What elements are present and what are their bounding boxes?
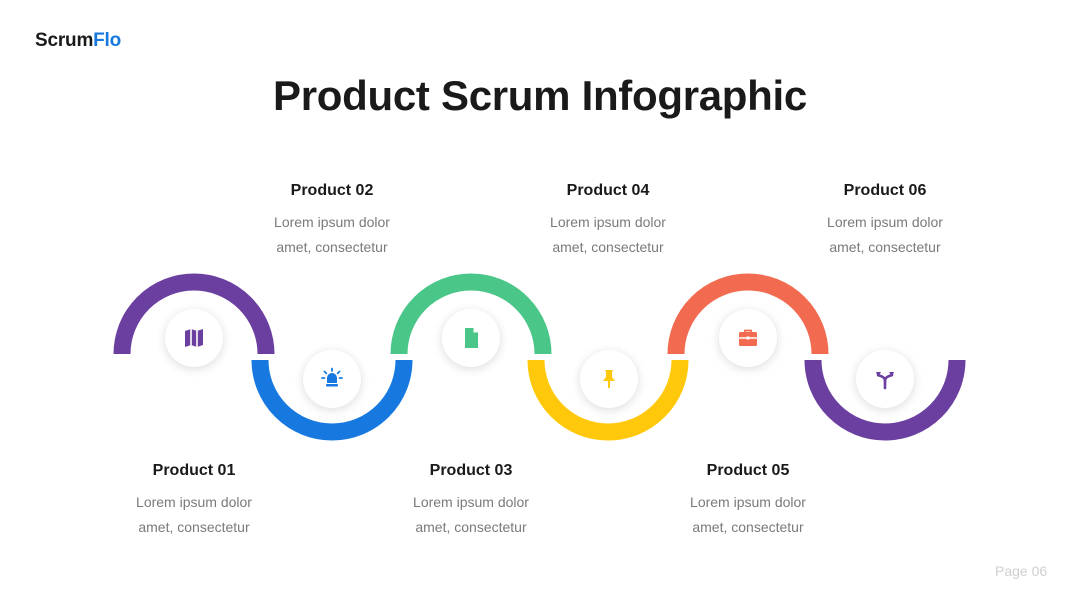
step-title: Product 01	[152, 462, 236, 479]
arc-step-6	[804, 359, 966, 441]
step-title: Product 04	[566, 182, 650, 199]
step-desc-line2: amet, consectetur	[829, 239, 941, 255]
arc-step-1	[113, 273, 275, 355]
step-desc-line1: Lorem ipsum dolor	[274, 214, 390, 230]
arc-step-4	[527, 359, 689, 441]
step-label-1: Product 01 Lorem ipsum dolor amet, conse…	[94, 462, 294, 540]
step-desc-line1: Lorem ipsum dolor	[413, 494, 529, 510]
step-title: Product 05	[706, 462, 790, 479]
step-desc-line2: amet, consectetur	[276, 239, 388, 255]
step-label-5: Product 05 Lorem ipsum dolor amet, conse…	[648, 462, 848, 540]
brand-logo-part2: Flo	[93, 30, 122, 51]
arc-step-5	[667, 273, 829, 355]
brand-logo-part1: Scrum	[35, 30, 94, 51]
document-icon	[465, 328, 478, 348]
arc-step-3	[390, 273, 552, 355]
step-label-4: Product 04 Lorem ipsum dolor amet, conse…	[508, 182, 708, 260]
arc-step-2	[251, 359, 413, 441]
page-number: Page 06	[995, 563, 1048, 579]
badge-step-3	[442, 309, 500, 367]
step-desc-line1: Lorem ipsum dolor	[690, 494, 806, 510]
briefcase-icon	[739, 329, 757, 346]
badge-step-5	[719, 309, 777, 367]
badge-step-1	[165, 309, 223, 367]
pushpin-icon	[603, 370, 615, 388]
step-label-3: Product 03 Lorem ipsum dolor amet, conse…	[371, 462, 571, 540]
badge-step-4	[580, 350, 638, 408]
step-desc-line2: amet, consectetur	[138, 519, 250, 535]
badge-step-2	[303, 350, 361, 408]
step-label-6: Product 06 Lorem ipsum dolor amet, conse…	[785, 182, 985, 260]
split-arrows-icon	[876, 372, 894, 390]
step-label-2: Product 02 Lorem ipsum dolor amet, conse…	[232, 182, 432, 260]
step-desc-line2: amet, consectetur	[415, 519, 527, 535]
map-icon	[185, 329, 203, 347]
step-desc-line1: Lorem ipsum dolor	[136, 494, 252, 510]
badge-step-6	[856, 350, 914, 408]
brand-logo: ScrumFlo	[35, 30, 121, 52]
step-desc-line1: Lorem ipsum dolor	[827, 214, 943, 230]
step-title: Product 02	[290, 182, 374, 199]
lightbulb-icon	[321, 367, 343, 387]
step-title: Product 03	[429, 462, 513, 479]
step-desc-line2: amet, consectetur	[692, 519, 804, 535]
step-desc-line2: amet, consectetur	[552, 239, 664, 255]
step-title: Product 06	[843, 182, 927, 199]
page-title: Product Scrum Infographic	[273, 72, 807, 119]
step-desc-line1: Lorem ipsum dolor	[550, 214, 666, 230]
